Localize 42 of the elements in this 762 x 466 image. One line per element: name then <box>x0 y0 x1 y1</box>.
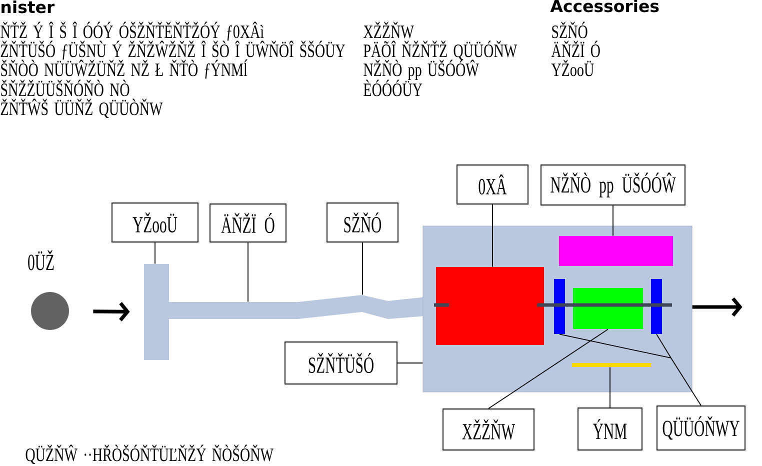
list-item: NŽŇÒ pp ÜŠÓÓŴ <box>364 60 479 80</box>
leader-line <box>154 242 156 264</box>
label-box: SŽŇŤÜŠÓ <box>284 342 398 384</box>
label-box: XŽŽŇW <box>442 408 534 450</box>
list-item: ŽŇŤÜŠÓ ƒÜŠNÙ Ý ŽŇŽŴŽŇŽ Î ŠÒ Î ÜŴŇÖÎ ŠŠÓÜY <box>0 40 345 60</box>
list-item: XŽŽŇW <box>364 22 414 38</box>
leader-line <box>559 334 702 406</box>
list-item: ŠŇŽŽÜÜŠŇÓŇÒ NÒ <box>1 80 130 96</box>
list-item: ÈÓÓÓÜY <box>364 80 422 96</box>
label-box: NŽŇÒ pp ÜŠÓÓŴ <box>540 164 686 206</box>
list-item: SŽŇÓ <box>552 22 588 38</box>
leader-line <box>362 242 363 296</box>
square-block <box>436 267 544 345</box>
tube <box>169 302 298 319</box>
top-bar <box>559 236 673 266</box>
list-item: ÄŇŽÏ Ó <box>551 40 600 58</box>
list-item: ŇŤŽ Ý Î Š Î ÓÓÝ ÓŠŽŇŤĚŇŤŽÓÝ ƒ0XÂì <box>0 22 264 41</box>
label-box: ÝNM <box>578 408 642 450</box>
node-caption: 0ÜŽ <box>28 250 54 270</box>
arrow <box>692 297 742 317</box>
list-item: ŽŇŤŴŠ ÜÜŇŽ QÜÜÒŇW <box>0 98 163 118</box>
list-item: ŠŇÒÒ NÜÜŴŽÜŇŽ NŽ Ł ŇŤÒ ƒÝNMĺ <box>1 59 248 79</box>
heading: nister <box>2 0 55 14</box>
label-box: ÄŇŽÏ Ó <box>210 204 286 242</box>
dot <box>31 292 69 330</box>
list-item: YŽooÜ <box>551 60 594 76</box>
side-bar <box>554 279 565 334</box>
label-box: 0XÂ <box>456 164 528 204</box>
plate <box>144 264 169 360</box>
list-item: PÄÕÎ ŇŽŇŤŽ QÜÜÓŇW <box>364 40 518 60</box>
leader-line <box>612 205 614 236</box>
bent-tube <box>298 295 425 319</box>
leader-line <box>397 362 424 364</box>
inner-block <box>573 288 643 329</box>
caption: QÜŽŇŴ ··HŘÒŠÓŇŤÜĽŇŽÝ ŇÒŠÓŇW <box>26 444 274 464</box>
label-box: SŽŇÓ <box>326 202 398 242</box>
strip <box>572 363 651 367</box>
arrow <box>93 302 130 322</box>
leader-line <box>492 204 493 268</box>
label-box: QÜÜÓŇWY <box>656 406 746 450</box>
side-bar <box>651 279 662 334</box>
label-box: YŽooÜ <box>112 202 198 242</box>
